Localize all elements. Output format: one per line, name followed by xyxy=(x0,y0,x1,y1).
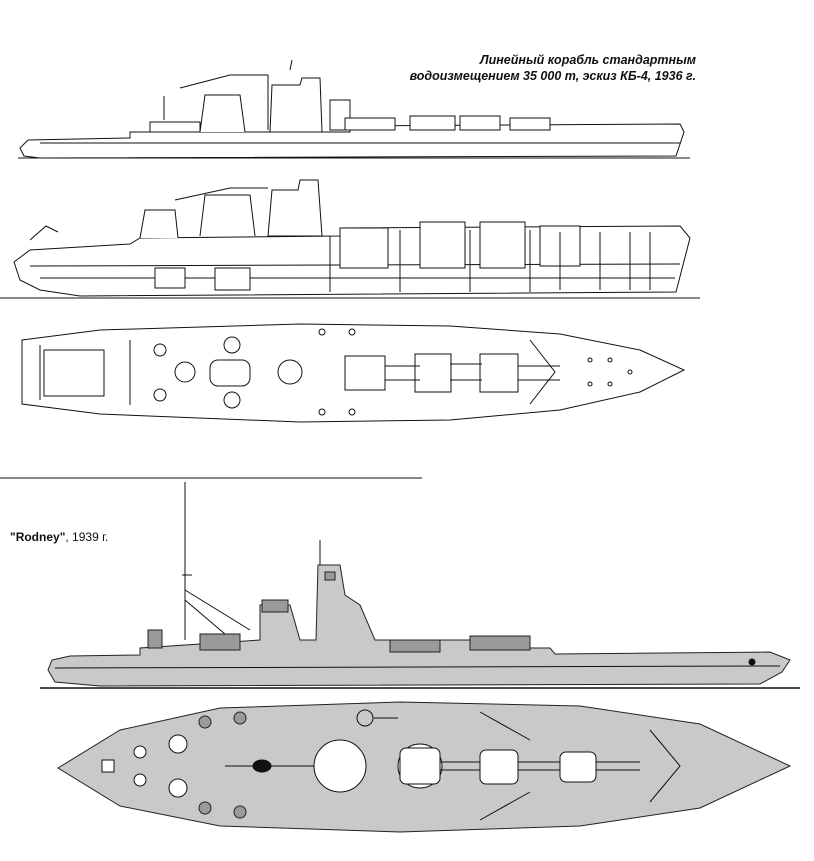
kb4-caption-line2: водоизмещением 35 000 т, эскиз КБ-4, 193… xyxy=(409,69,696,83)
rodney-plan xyxy=(57,701,792,833)
rodney-name: "Rodney" xyxy=(10,530,66,544)
rodney-year: , 1939 г. xyxy=(65,530,109,544)
kb4-profile-outline xyxy=(18,59,690,159)
kb4-inboard-profile xyxy=(0,179,700,299)
kb4-caption: Линейный корабль стандартным водоизмещен… xyxy=(410,52,696,84)
rodney-caption: "Rodney", 1939 г. xyxy=(10,530,108,544)
rodney-profile xyxy=(40,482,800,689)
kb4-caption-line1: Линейный корабль стандартным xyxy=(480,53,696,67)
kb4-plan-view xyxy=(21,323,686,423)
